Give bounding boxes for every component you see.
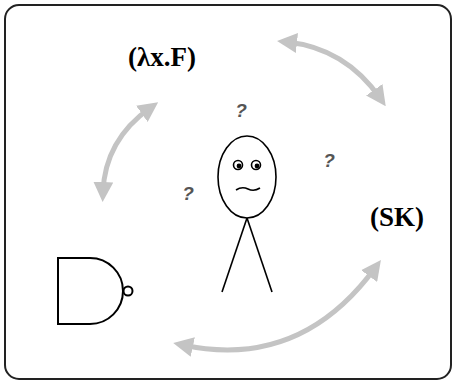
question-mark: ? bbox=[182, 184, 194, 203]
frame bbox=[5, 5, 451, 379]
question-mark: ? bbox=[323, 151, 335, 170]
curved-arrow bbox=[183, 268, 375, 350]
lambda-term: (λx.F) bbox=[128, 44, 196, 71]
stick-figure bbox=[218, 136, 276, 292]
question-mark: ? bbox=[235, 101, 247, 120]
curved-arrow bbox=[103, 108, 150, 192]
nand-gate-symbol bbox=[58, 258, 133, 324]
curved-arrow bbox=[287, 42, 380, 98]
combinator-term: (SK) bbox=[370, 204, 424, 231]
